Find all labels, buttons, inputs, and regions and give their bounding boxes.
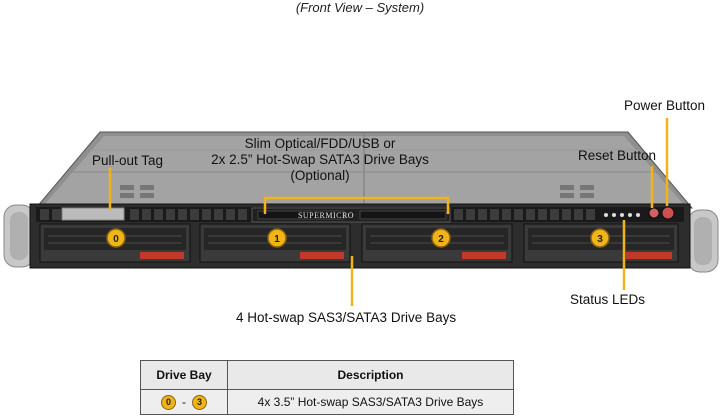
label-slim-optical: Slim Optical/FDD/USB or 2x 2.5” Hot-Swap… — [190, 136, 450, 184]
table-header-drive-bay: Drive Bay — [140, 360, 228, 390]
reset-button — [648, 207, 660, 219]
status-leds — [604, 213, 640, 217]
server-front-view: 0 1 2 3 SUPERMICRO — [3, 118, 719, 306]
label-slim-optical-line2: 2x 2.5” Hot-Swap SATA3 Drive Bays — [211, 152, 429, 167]
svg-text:3: 3 — [597, 234, 603, 245]
bay-range-separator: - — [182, 395, 186, 409]
label-slim-optical-line3: (Optional) — [290, 168, 350, 183]
bay-badge-from: 0 — [161, 394, 176, 410]
table-header-description: Description — [227, 360, 514, 390]
label-pull-out-tag: Pull-out Tag — [92, 153, 164, 168]
pull-out-tag — [61, 207, 125, 221]
svg-text:2: 2 — [438, 234, 444, 245]
label-power-button: Power Button — [624, 98, 706, 113]
bay-badge-to: 3 — [192, 394, 207, 410]
label-drive-bays: 4 Hot-swap SAS3/SATA3 Drive Bays — [236, 310, 457, 325]
svg-text:1: 1 — [274, 234, 280, 245]
table-cell-description: 4x 3.5” Hot-swap SAS3/SATA3 Drive Bays — [227, 389, 514, 415]
bay-callout-2: 2 — [431, 228, 451, 248]
drive-bay-table: Drive Bay Description 0 - 3 4x 3.5” Hot-… — [140, 360, 514, 415]
bay-callout-0: 0 — [106, 228, 126, 248]
brand-logo: SUPERMICRO — [298, 211, 354, 220]
power-button — [661, 206, 675, 220]
table-cell-drive-bay: 0 - 3 — [140, 389, 228, 415]
bay-callout-1: 1 — [267, 228, 287, 248]
figure-caption: (Front View – System) — [295, 0, 425, 15]
table-row: 0 - 3 4x 3.5” Hot-swap SAS3/SATA3 Drive … — [140, 389, 514, 415]
label-status-leds: Status LEDs — [570, 292, 646, 307]
label-reset-button: Reset Button — [578, 148, 657, 163]
table-header-row: Drive Bay Description — [140, 360, 514, 390]
svg-text:0: 0 — [113, 234, 119, 245]
bay-callout-3: 3 — [590, 228, 610, 248]
label-slim-optical-line1: Slim Optical/FDD/USB or — [244, 136, 396, 151]
leader-optical-bay — [263, 196, 450, 214]
